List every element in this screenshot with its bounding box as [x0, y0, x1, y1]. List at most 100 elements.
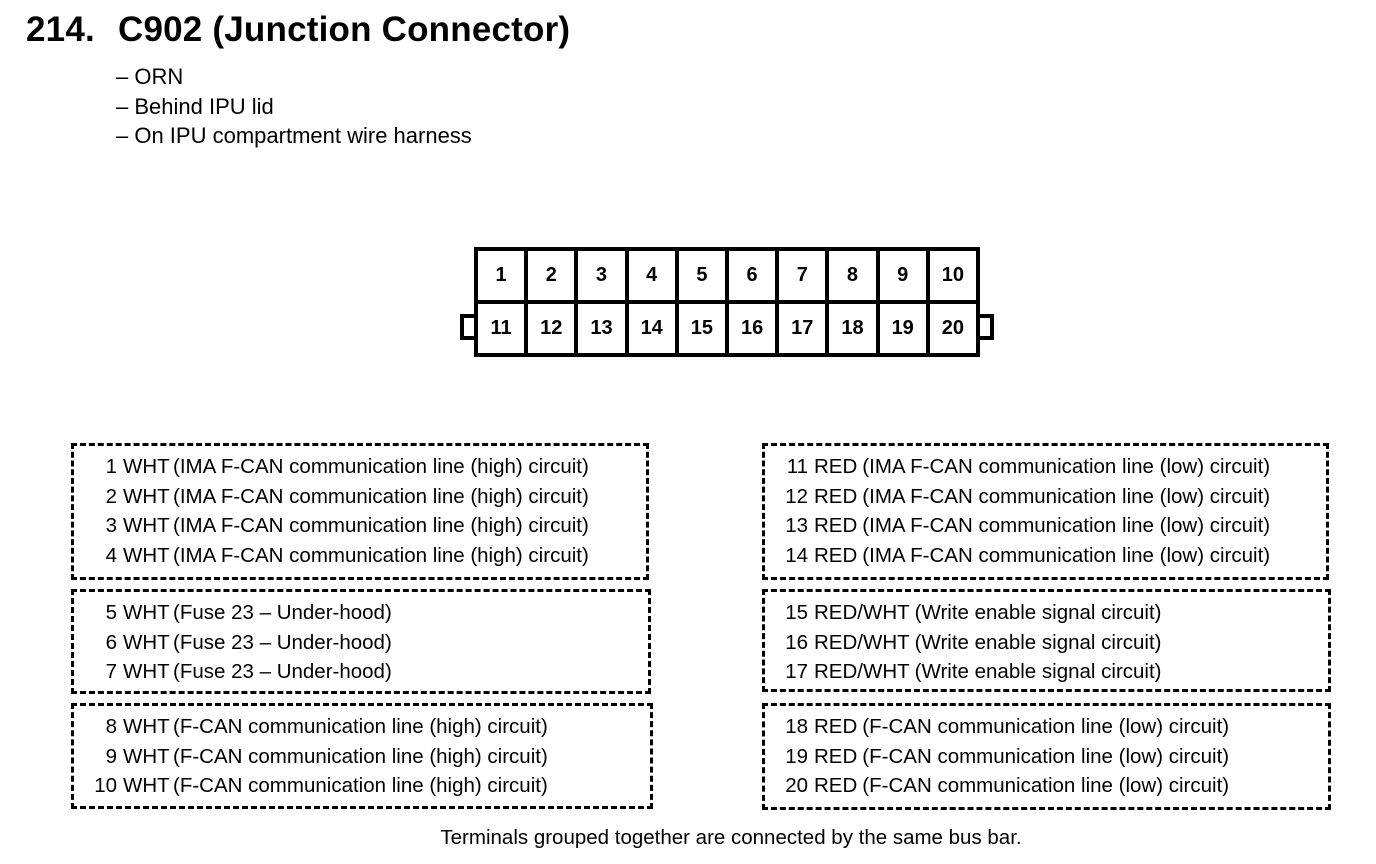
pin-cavity: 1	[478, 251, 525, 300]
pin-cavity: 17	[779, 304, 826, 353]
pin-cavity: 2	[528, 251, 575, 300]
wire-color: WHT	[123, 455, 170, 478]
note-color: – ORN	[116, 64, 184, 89]
terminal-number: 3	[105, 514, 117, 538]
wire-color: RED	[814, 455, 858, 478]
circuit-description: (Fuse 23 – Under-hood)	[173, 601, 392, 624]
pin-cavity: 19	[879, 304, 926, 353]
wire-color: RED/WHT	[814, 660, 910, 684]
terminal-row: 1 WHT(IMA F-CAN communication line (high)…	[74, 452, 646, 482]
pin-cavity: 6	[729, 251, 776, 300]
wire-color: WHT	[123, 514, 170, 538]
circuit-description: (F-CAN communication line (low) circuit)	[862, 744, 1230, 768]
pin-cavity: 5	[678, 251, 725, 300]
circuit-description: (IMA F-CAN communication line (high) cir…	[173, 455, 589, 478]
pin-cavity: 10	[929, 251, 976, 300]
wire-color: WHT	[123, 715, 170, 738]
circuit-description: (F-CAN communication line (low) circuit)	[862, 715, 1230, 738]
terminal-number: 11	[786, 455, 808, 478]
pin-cavity: 4	[628, 251, 675, 300]
terminal-row: 11 RED(IMA F-CAN communication line (low)…	[765, 452, 1326, 482]
circuit-description: (F-CAN communication line (low) circuit)	[862, 774, 1230, 798]
circuit-description: (Write enable signal circuit)	[914, 660, 1162, 684]
circuit-description: (IMA F-CAN communication line (high) cir…	[173, 514, 589, 538]
pin-cavity: 14	[628, 304, 675, 353]
wire-color: RED/WHT	[814, 601, 910, 624]
connector-notes: – ORN – Behind IPU lid – On IPU compartm…	[116, 62, 472, 151]
circuit-description: (IMA F-CAN communication line (low) circ…	[862, 455, 1271, 478]
terminal-number: 10	[94, 774, 117, 798]
wire-color: WHT	[123, 543, 170, 567]
terminal-number: 1	[105, 455, 117, 478]
wire-color: RED	[814, 543, 858, 567]
wire-color: WHT	[123, 774, 170, 798]
terminal-number: 9	[105, 744, 117, 768]
terminal-number: 19	[785, 744, 808, 768]
circuit-description: (Fuse 23 – Under-hood)	[173, 660, 392, 684]
terminal-number: 18	[785, 715, 808, 738]
terminal-number: 14	[785, 543, 808, 567]
pin-cavity: 7	[779, 251, 826, 300]
wire-color: WHT	[123, 660, 170, 684]
terminal-number: 12	[785, 484, 808, 508]
pin-cavity: 9	[879, 251, 926, 300]
pin-cavity: 16	[729, 304, 776, 353]
circuit-description: (Write enable signal circuit)	[914, 630, 1162, 654]
connector-title: C902 (Junction Connector)	[118, 10, 571, 49]
pin-cavity: 3	[578, 251, 625, 300]
wire-color: RED	[814, 774, 858, 798]
note-harness: – On IPU compartment wire harness	[116, 123, 472, 148]
pin-cavity: 18	[829, 304, 876, 353]
circuit-description: (IMA F-CAN communication line (high) cir…	[173, 484, 589, 508]
wire-color: WHT	[123, 744, 170, 768]
terminal-row: 8 WHT(F-CAN communication line (high) cir…	[74, 712, 650, 742]
terminal-number: 8	[105, 715, 117, 738]
circuit-description: (F-CAN communication line (high) circuit…	[173, 744, 548, 768]
wire-color: RED	[814, 514, 858, 538]
terminal-number: 16	[785, 630, 808, 654]
terminal-number: 2	[105, 484, 117, 508]
pin-cavity: 12	[528, 304, 575, 353]
terminal-number: 17	[785, 660, 808, 684]
circuit-description: (IMA F-CAN communication line (low) circ…	[862, 484, 1271, 508]
wire-color: WHT	[123, 601, 170, 624]
circuit-description: (Fuse 23 – Under-hood)	[173, 630, 392, 654]
pin-cavity: 11	[478, 304, 525, 353]
terminal-number: 15	[785, 601, 808, 624]
pin-cavity: 15	[678, 304, 725, 353]
note-location: – Behind IPU lid	[116, 93, 274, 119]
terminal-number: 5	[105, 601, 117, 624]
connector-lock-tab-left	[460, 314, 478, 340]
terminal-number: 20	[785, 774, 808, 798]
wire-color: WHT	[123, 630, 170, 654]
bus-bar-footnote: Terminals grouped together are connected…	[440, 826, 1022, 849]
page-title: 214.C902 (Junction Connector)	[26, 10, 570, 50]
terminal-number: 13	[785, 514, 808, 538]
circuit-description: (IMA F-CAN communication line (high) cir…	[173, 543, 589, 567]
terminal-row: 5 WHT(Fuse 23 – Under-hood)	[74, 598, 648, 628]
wire-color: RED	[814, 484, 858, 508]
circuit-description: (F-CAN communication line (high) circuit…	[173, 715, 548, 738]
terminal-number: 4	[105, 543, 117, 567]
circuit-description: (Write enable signal circuit)	[914, 601, 1162, 624]
wire-color: RED	[814, 744, 858, 768]
